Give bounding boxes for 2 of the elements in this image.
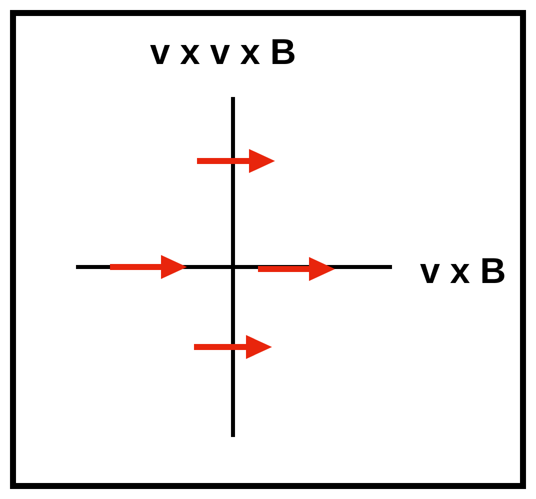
axis-label: v x B bbox=[420, 253, 506, 289]
axis-label: v x v x B bbox=[150, 34, 296, 70]
